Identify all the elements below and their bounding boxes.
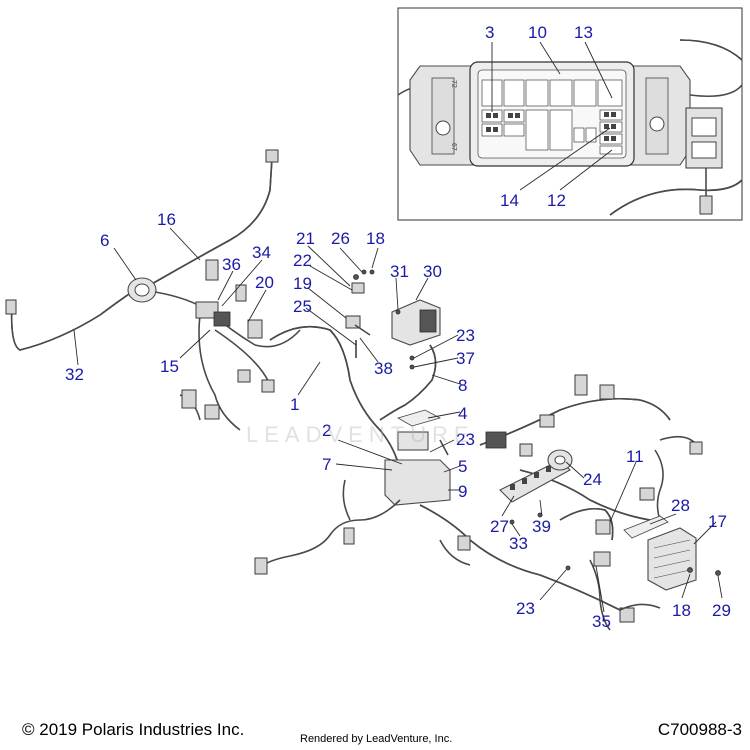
callout-27: 27: [490, 517, 509, 536]
callout-2: 2: [322, 421, 331, 440]
callout-18a: 18: [366, 229, 385, 248]
leader-lines: [73, 227, 723, 613]
main-harness: [5, 149, 721, 631]
callout-8: 8: [458, 376, 467, 395]
callout-31: 31: [390, 262, 409, 281]
callout-labels: 3 10 13 14 12 16 6 36 34 20 15 32 1 21 2…: [65, 23, 731, 631]
callout-25: 25: [293, 297, 312, 316]
callout-13: 13: [574, 23, 593, 42]
callout-10: 10: [528, 23, 547, 42]
callout-17: 17: [708, 512, 727, 531]
callout-19: 19: [293, 274, 312, 293]
callout-30: 30: [423, 262, 442, 281]
callout-37: 37: [456, 349, 475, 368]
callout-18b: 18: [672, 601, 691, 620]
callout-4: 4: [458, 404, 467, 423]
callout-35: 35: [592, 612, 611, 631]
callout-21: 21: [296, 229, 315, 248]
svg-text:72: 72: [450, 80, 457, 88]
svg-text:67: 67: [450, 143, 457, 151]
callout-9: 9: [458, 482, 467, 501]
part-number: C700988-3: [657, 720, 742, 739]
fuse-box-inset: 72 67: [397, 7, 743, 221]
callout-14: 14: [500, 191, 519, 210]
callout-12: 12: [547, 191, 566, 210]
callout-32: 32: [65, 365, 84, 384]
callout-29: 29: [712, 601, 731, 620]
callout-15: 15: [160, 357, 179, 376]
callout-5: 5: [458, 457, 467, 476]
callout-24: 24: [583, 470, 602, 489]
callout-23c: 23: [516, 599, 535, 618]
callout-33: 33: [509, 534, 528, 553]
callout-16: 16: [157, 210, 176, 229]
callout-6: 6: [100, 231, 109, 250]
callout-11: 11: [626, 447, 644, 466]
callout-23b: 23: [456, 430, 475, 449]
callout-26: 26: [331, 229, 350, 248]
callout-36: 36: [222, 255, 241, 274]
callout-23a: 23: [456, 326, 475, 345]
watermark: LEADVENTURE: [246, 422, 475, 447]
callout-38: 38: [374, 359, 393, 378]
callout-7: 7: [322, 455, 331, 474]
copyright-text: © 2019 Polaris Industries Inc.: [22, 720, 245, 739]
rendered-by-text: Rendered by LeadVenture, Inc.: [300, 733, 453, 745]
callout-1: 1: [290, 395, 299, 414]
callout-3: 3: [485, 23, 494, 42]
callout-39: 39: [532, 517, 551, 536]
callout-28: 28: [671, 496, 690, 515]
callout-20: 20: [255, 273, 274, 292]
callout-34: 34: [252, 243, 271, 262]
callout-22: 22: [293, 251, 312, 270]
